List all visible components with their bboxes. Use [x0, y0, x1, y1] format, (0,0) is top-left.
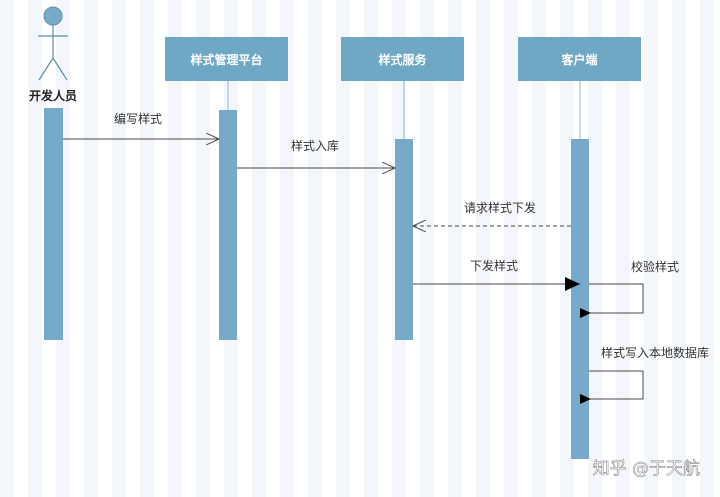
- lane-platform-label: 样式管理平台: [190, 52, 262, 67]
- activation-client: [571, 139, 589, 459]
- lane-client: 客户端: [518, 37, 641, 81]
- message-write-local-db-label: 样式写入本地数据库: [601, 345, 709, 360]
- lane-service: 样式服务: [341, 37, 464, 81]
- actor-figure: [38, 6, 68, 81]
- message-request-style-label: 请求样式下发: [464, 200, 536, 215]
- message-deliver-style-label: 下发样式: [470, 258, 518, 273]
- message-validate-style-arrow: [580, 283, 644, 318]
- lane-platform: 样式管理平台: [165, 37, 288, 81]
- message-style-store-label: 样式入库: [291, 138, 339, 153]
- watermark: 知乎 @于天航: [593, 459, 700, 479]
- lane-service-label: 样式服务: [378, 52, 427, 67]
- lane-service-box: [341, 37, 464, 81]
- lane-client-box: [518, 37, 641, 81]
- message-validate-style-label: 校验样式: [631, 259, 679, 274]
- lane-platform-box: [165, 37, 288, 81]
- message-write-local-db-arrow: [580, 370, 644, 404]
- activation-platform: [219, 110, 237, 340]
- actor-head-icon: [43, 6, 63, 26]
- activation-actor: [44, 108, 63, 340]
- lane-client-label: 客户端: [560, 52, 597, 67]
- actor-label: 开发人员: [29, 88, 77, 103]
- activation-service: [395, 139, 413, 340]
- message-write-style-label: 编写样式: [114, 111, 162, 126]
